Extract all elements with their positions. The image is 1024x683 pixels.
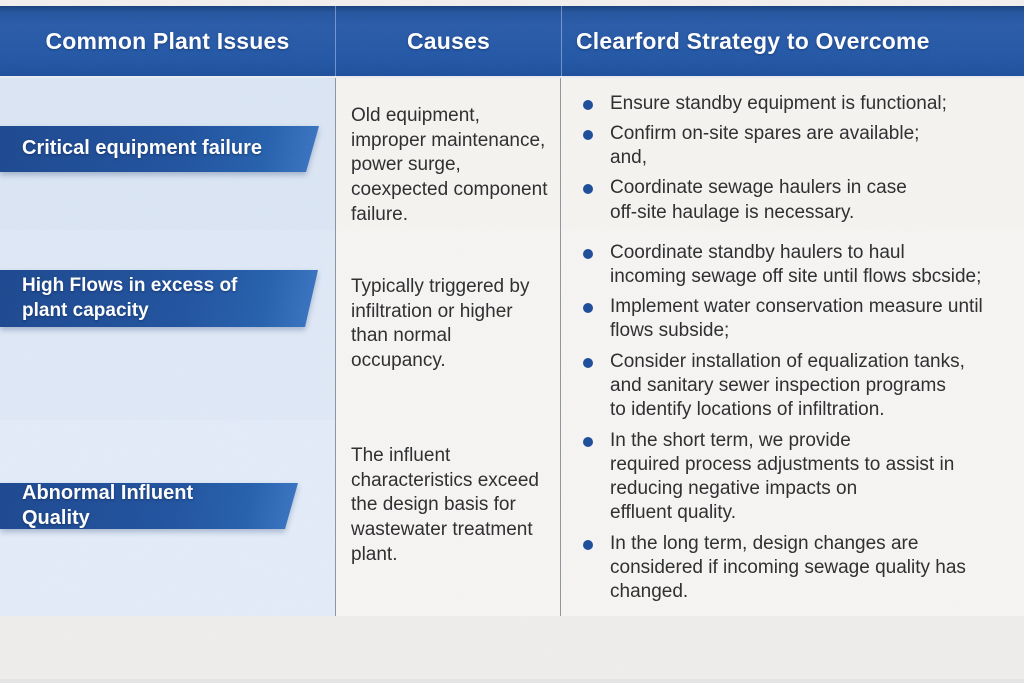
strategy-cell: Ensure standby equipment is functional; … bbox=[561, 78, 1024, 237]
causes-cell: Typically triggered by infiltration or h… bbox=[335, 230, 561, 434]
issue-banner-label: Abnormal Influent Quality bbox=[22, 481, 194, 529]
bottom-margin-area bbox=[0, 612, 1024, 683]
bullet-dot-icon bbox=[583, 249, 593, 259]
strategy-text: Coordinate standby haulers to haul incom… bbox=[610, 242, 982, 288]
bullet-dot-icon bbox=[583, 437, 593, 447]
bullet-dot-icon bbox=[583, 184, 593, 195]
bullet-item: Coordinate sewage haulers in case off-si… bbox=[583, 176, 1016, 224]
bullet-dot-icon bbox=[583, 303, 593, 314]
issue-banner: Critical equipment failure bbox=[0, 126, 335, 172]
bullet-item: Implement water conservation measure unt… bbox=[583, 295, 1016, 343]
issue-banner: High Flows in excess of plant capacity bbox=[0, 270, 335, 327]
issue-cell: High Flows in excess of plant capacity bbox=[0, 230, 335, 434]
strategy-text: In the long term, design changes are con… bbox=[610, 532, 966, 602]
bullet-dot-icon bbox=[583, 539, 593, 550]
bullet-item: Coordinate standby haulers to haul incom… bbox=[583, 241, 1016, 289]
issue-banner-label: High Flows in excess of plant capacity bbox=[22, 275, 238, 321]
bullet-item: In the long term, design changes are con… bbox=[583, 532, 1016, 604]
bullet-item: In the short term, we provide required p… bbox=[583, 429, 1016, 526]
strategy-text: In the short term, we provide required p… bbox=[610, 430, 955, 524]
bullet-item: Consider installation of equalization ta… bbox=[583, 350, 1016, 422]
strategy-text: Confirm on-site spares are available; an… bbox=[610, 123, 920, 169]
causes-cell: The influent characteristics exceed the … bbox=[335, 420, 561, 616]
bullet-item: Ensure standby equipment is functional; bbox=[583, 92, 1016, 116]
issue-banner-label: Critical equipment failure bbox=[22, 137, 263, 160]
bullet-item: Confirm on-site spares are available; an… bbox=[583, 122, 1016, 170]
issue-cell: Critical equipment failure bbox=[0, 78, 335, 237]
column-header-causes: Causes bbox=[335, 6, 561, 76]
table-row-high-flows: High Flows in excess of plant capacity T… bbox=[0, 229, 1024, 434]
table-row-abnormal-influent-quality: Abnormal Influent Quality The influent c… bbox=[0, 419, 1024, 616]
table-header-row: Common Plant Issues Causes Clearford Str… bbox=[0, 6, 1024, 78]
issue-cell: Abnormal Influent Quality bbox=[0, 420, 335, 616]
bullet-dot-icon bbox=[583, 100, 593, 110]
strategy-cell: In the short term, we provide required p… bbox=[561, 420, 1024, 616]
strategy-text: Coordinate sewage haulers in case off-si… bbox=[610, 177, 907, 223]
column-header-common-plant-issues: Common Plant Issues bbox=[45, 27, 290, 54]
column-header-clearford-strategy: Clearford Strategy to Overcome bbox=[561, 6, 1024, 76]
strategy-text: Implement water conservation measure unt… bbox=[610, 296, 983, 342]
issue-banner: Abnormal Influent Quality bbox=[0, 483, 335, 529]
strategy-text: Ensure standby equipment is functional; bbox=[610, 93, 947, 114]
bullet-dot-icon bbox=[583, 357, 593, 368]
strategy-cell: Coordinate standby haulers to haul incom… bbox=[561, 230, 1024, 434]
causes-cell: Old equipment, improper maintenance, pow… bbox=[335, 78, 561, 237]
bullet-dot-icon bbox=[583, 130, 593, 141]
strategy-text: Consider installation of equalization ta… bbox=[610, 350, 965, 420]
table-row-critical-equipment-failure: Critical equipment failure Old equipment… bbox=[0, 78, 1024, 237]
